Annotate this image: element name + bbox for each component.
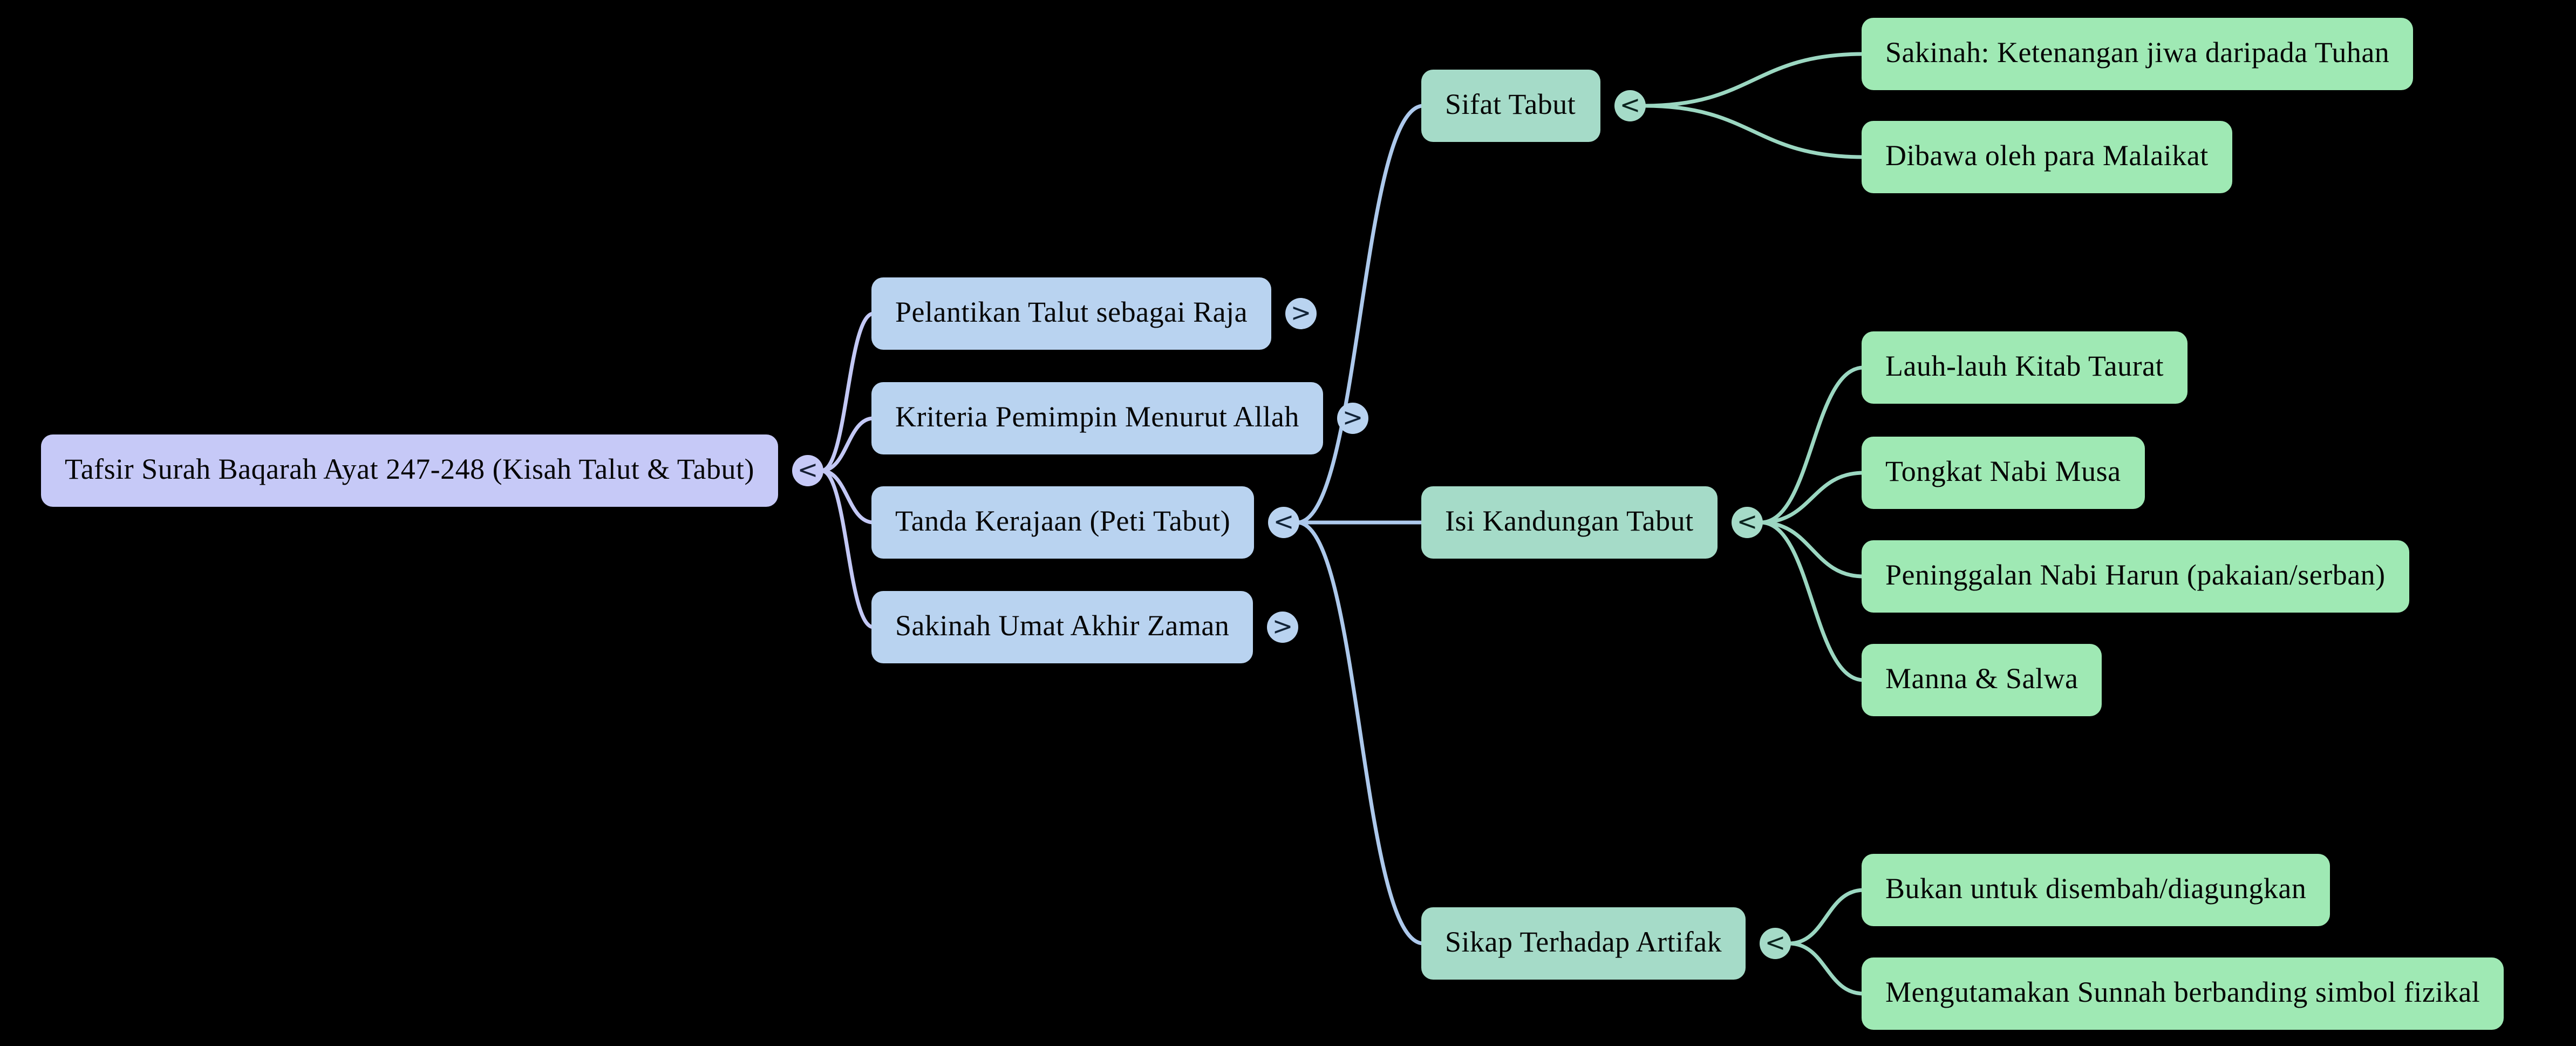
mindmap-node-g5[interactable]: Peninggalan Nabi Harun (pakaian/serban)	[1862, 540, 2409, 613]
node-label: Tongkat Nabi Musa	[1885, 455, 2121, 487]
mindmap-node-b1[interactable]: Pelantikan Talut sebagai Raja	[871, 277, 1272, 350]
mindmap-node-b2[interactable]: Kriteria Pemimpin Menurut Allah	[871, 382, 1323, 454]
node-label: Manna & Salwa	[1885, 662, 2078, 695]
link-root-b3	[819, 468, 876, 525]
mindmap-node-b4[interactable]: Sakinah Umat Akhir Zaman	[871, 591, 1253, 663]
toggle-b2[interactable]: >	[1337, 403, 1368, 434]
toggle-b3[interactable]: <	[1268, 507, 1299, 538]
mindmap-node-g7[interactable]: Bukan untuk disembah/diagungkan	[1862, 854, 2330, 926]
chevron-left-icon: <	[1764, 928, 1786, 957]
toggle-t3[interactable]: <	[1760, 928, 1791, 959]
node-label: Kriteria Pemimpin Menurut Allah	[895, 400, 1299, 433]
chevron-left-icon: <	[797, 455, 819, 484]
node-label: Dibawa oleh para Malaikat	[1885, 139, 2209, 172]
node-label: Tanda Kerajaan (Peti Tabut)	[895, 505, 1231, 537]
link-t3-g7	[1787, 888, 1866, 946]
link-t2-g6	[1759, 520, 1866, 682]
chevron-right-icon: >	[1272, 612, 1293, 641]
node-label: Sakinah: Ketenangan jiwa daripada Tuhan	[1885, 36, 2390, 69]
chevron-left-icon: <	[1619, 90, 1641, 119]
node-label: Sakinah Umat Akhir Zaman	[895, 609, 1230, 642]
link-root-b2	[819, 416, 876, 473]
mindmap-node-g3[interactable]: Lauh-lauh Kitab Taurat	[1862, 331, 2188, 404]
node-label: Peninggalan Nabi Harun (pakaian/serban)	[1885, 559, 2386, 591]
toggle-t1[interactable]: <	[1614, 90, 1646, 121]
chevron-right-icon: >	[1342, 403, 1364, 432]
node-label: Isi Kandungan Tabut	[1445, 505, 1694, 537]
mindmap-node-g8[interactable]: Mengutamakan Sunnah berbanding simbol fi…	[1862, 957, 2504, 1030]
chevron-left-icon: <	[1736, 507, 1758, 536]
mindmap-node-t1[interactable]: Sifat Tabut	[1421, 70, 1600, 142]
mindmap-node-root[interactable]: Tafsir Surah Baqarah Ayat 247-248 (Kisah…	[41, 434, 778, 507]
link-t2-g4	[1759, 471, 1866, 525]
mindmap-node-t3[interactable]: Sikap Terhadap Artifak	[1421, 907, 1746, 980]
toggle-b4[interactable]: >	[1267, 612, 1298, 643]
node-label: Tafsir Surah Baqarah Ayat 247-248 (Kisah…	[65, 453, 754, 485]
node-label: Sikap Terhadap Artifak	[1445, 926, 1722, 958]
link-t3-g8	[1787, 941, 1866, 996]
link-t2-g3	[1759, 365, 1866, 525]
node-label: Pelantikan Talut sebagai Raja	[895, 296, 1248, 328]
link-t1-g2	[1641, 104, 1866, 159]
mindmap-node-t2[interactable]: Isi Kandungan Tabut	[1421, 486, 1718, 559]
mindmap-node-g6[interactable]: Manna & Salwa	[1862, 644, 2102, 716]
mindmap-node-g4[interactable]: Tongkat Nabi Musa	[1862, 437, 2145, 509]
link-root-b4	[819, 468, 876, 629]
node-label: Lauh-lauh Kitab Taurat	[1885, 350, 2164, 382]
node-label: Bukan untuk disembah/diagungkan	[1885, 872, 2307, 905]
mindmap-node-g1[interactable]: Sakinah: Ketenangan jiwa daripada Tuhan	[1862, 18, 2414, 90]
toggle-root[interactable]: <	[792, 455, 823, 486]
link-t2-g5	[1759, 520, 1866, 579]
link-t1-g1	[1641, 52, 1866, 108]
chevron-left-icon: <	[1273, 507, 1294, 536]
toggle-b1[interactable]: >	[1285, 298, 1317, 329]
chevron-right-icon: >	[1290, 298, 1312, 327]
mindmap-node-b3[interactable]: Tanda Kerajaan (Peti Tabut)	[871, 486, 1255, 559]
node-label: Mengutamakan Sunnah berbanding simbol fi…	[1885, 976, 2480, 1008]
mindmap-node-g2[interactable]: Dibawa oleh para Malaikat	[1862, 121, 2232, 193]
link-root-b1	[819, 311, 876, 473]
toggle-t2[interactable]: <	[1732, 507, 1763, 538]
link-b3-t1	[1295, 104, 1426, 525]
link-b3-t3	[1295, 520, 1426, 946]
node-label: Sifat Tabut	[1445, 88, 1576, 120]
